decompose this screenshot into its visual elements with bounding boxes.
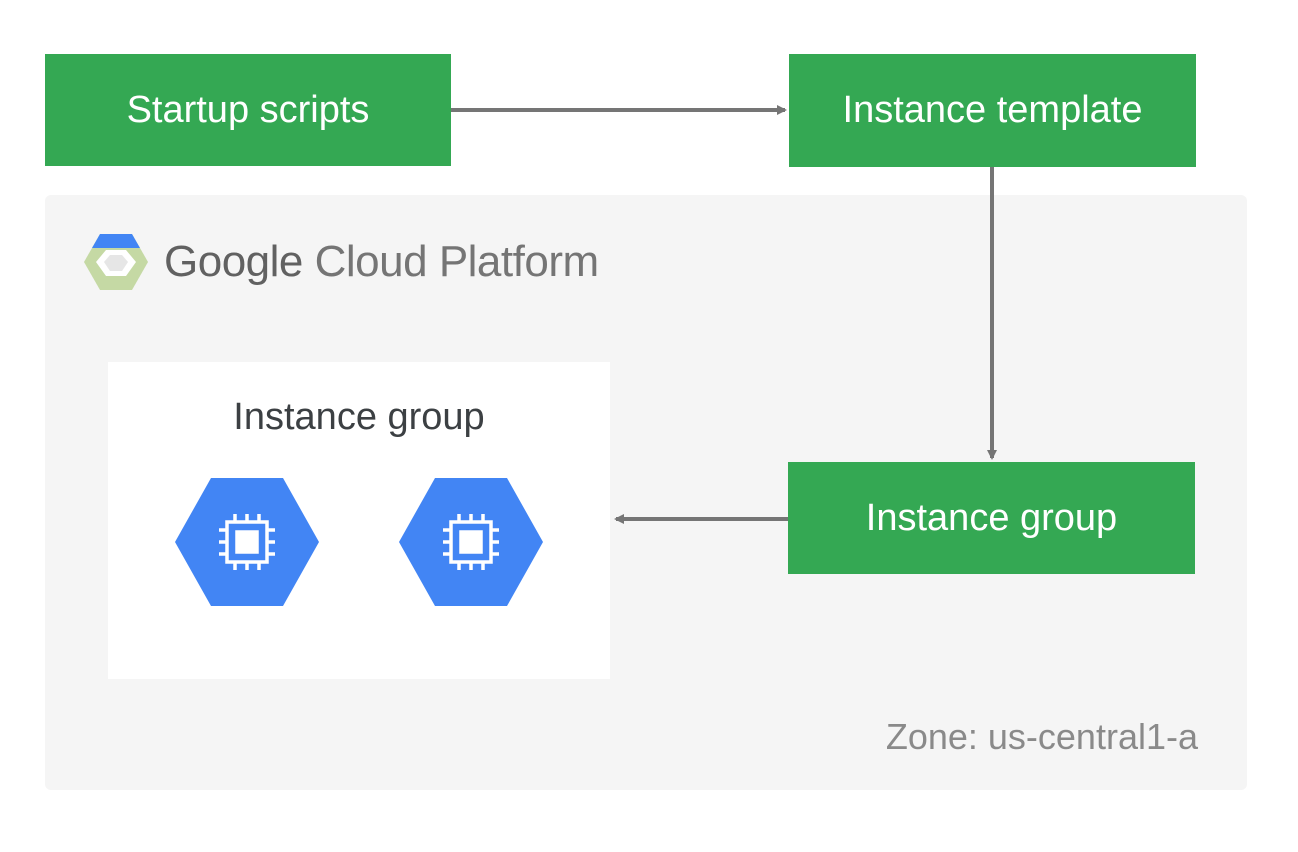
compute-engine-icon	[399, 478, 543, 606]
zone-label: Zone: us-central1-a	[885, 716, 1198, 757]
gcp-hexagon-icon	[84, 234, 148, 290]
instance-template-box: Instance template	[789, 54, 1196, 167]
logo-cloud-platform-word: Cloud Platform	[314, 237, 600, 286]
startup-scripts-box: Startup scripts	[45, 54, 451, 166]
instance-group-title: Instance group	[233, 396, 485, 438]
gcp-logo: Google Cloud Platform	[84, 232, 599, 292]
compute-engine-icon	[175, 478, 319, 606]
instance-group-box: Instance group	[788, 462, 1195, 574]
logo-google-word: Google	[164, 237, 303, 286]
gcp-logo-text: Google Cloud Platform	[164, 237, 599, 287]
